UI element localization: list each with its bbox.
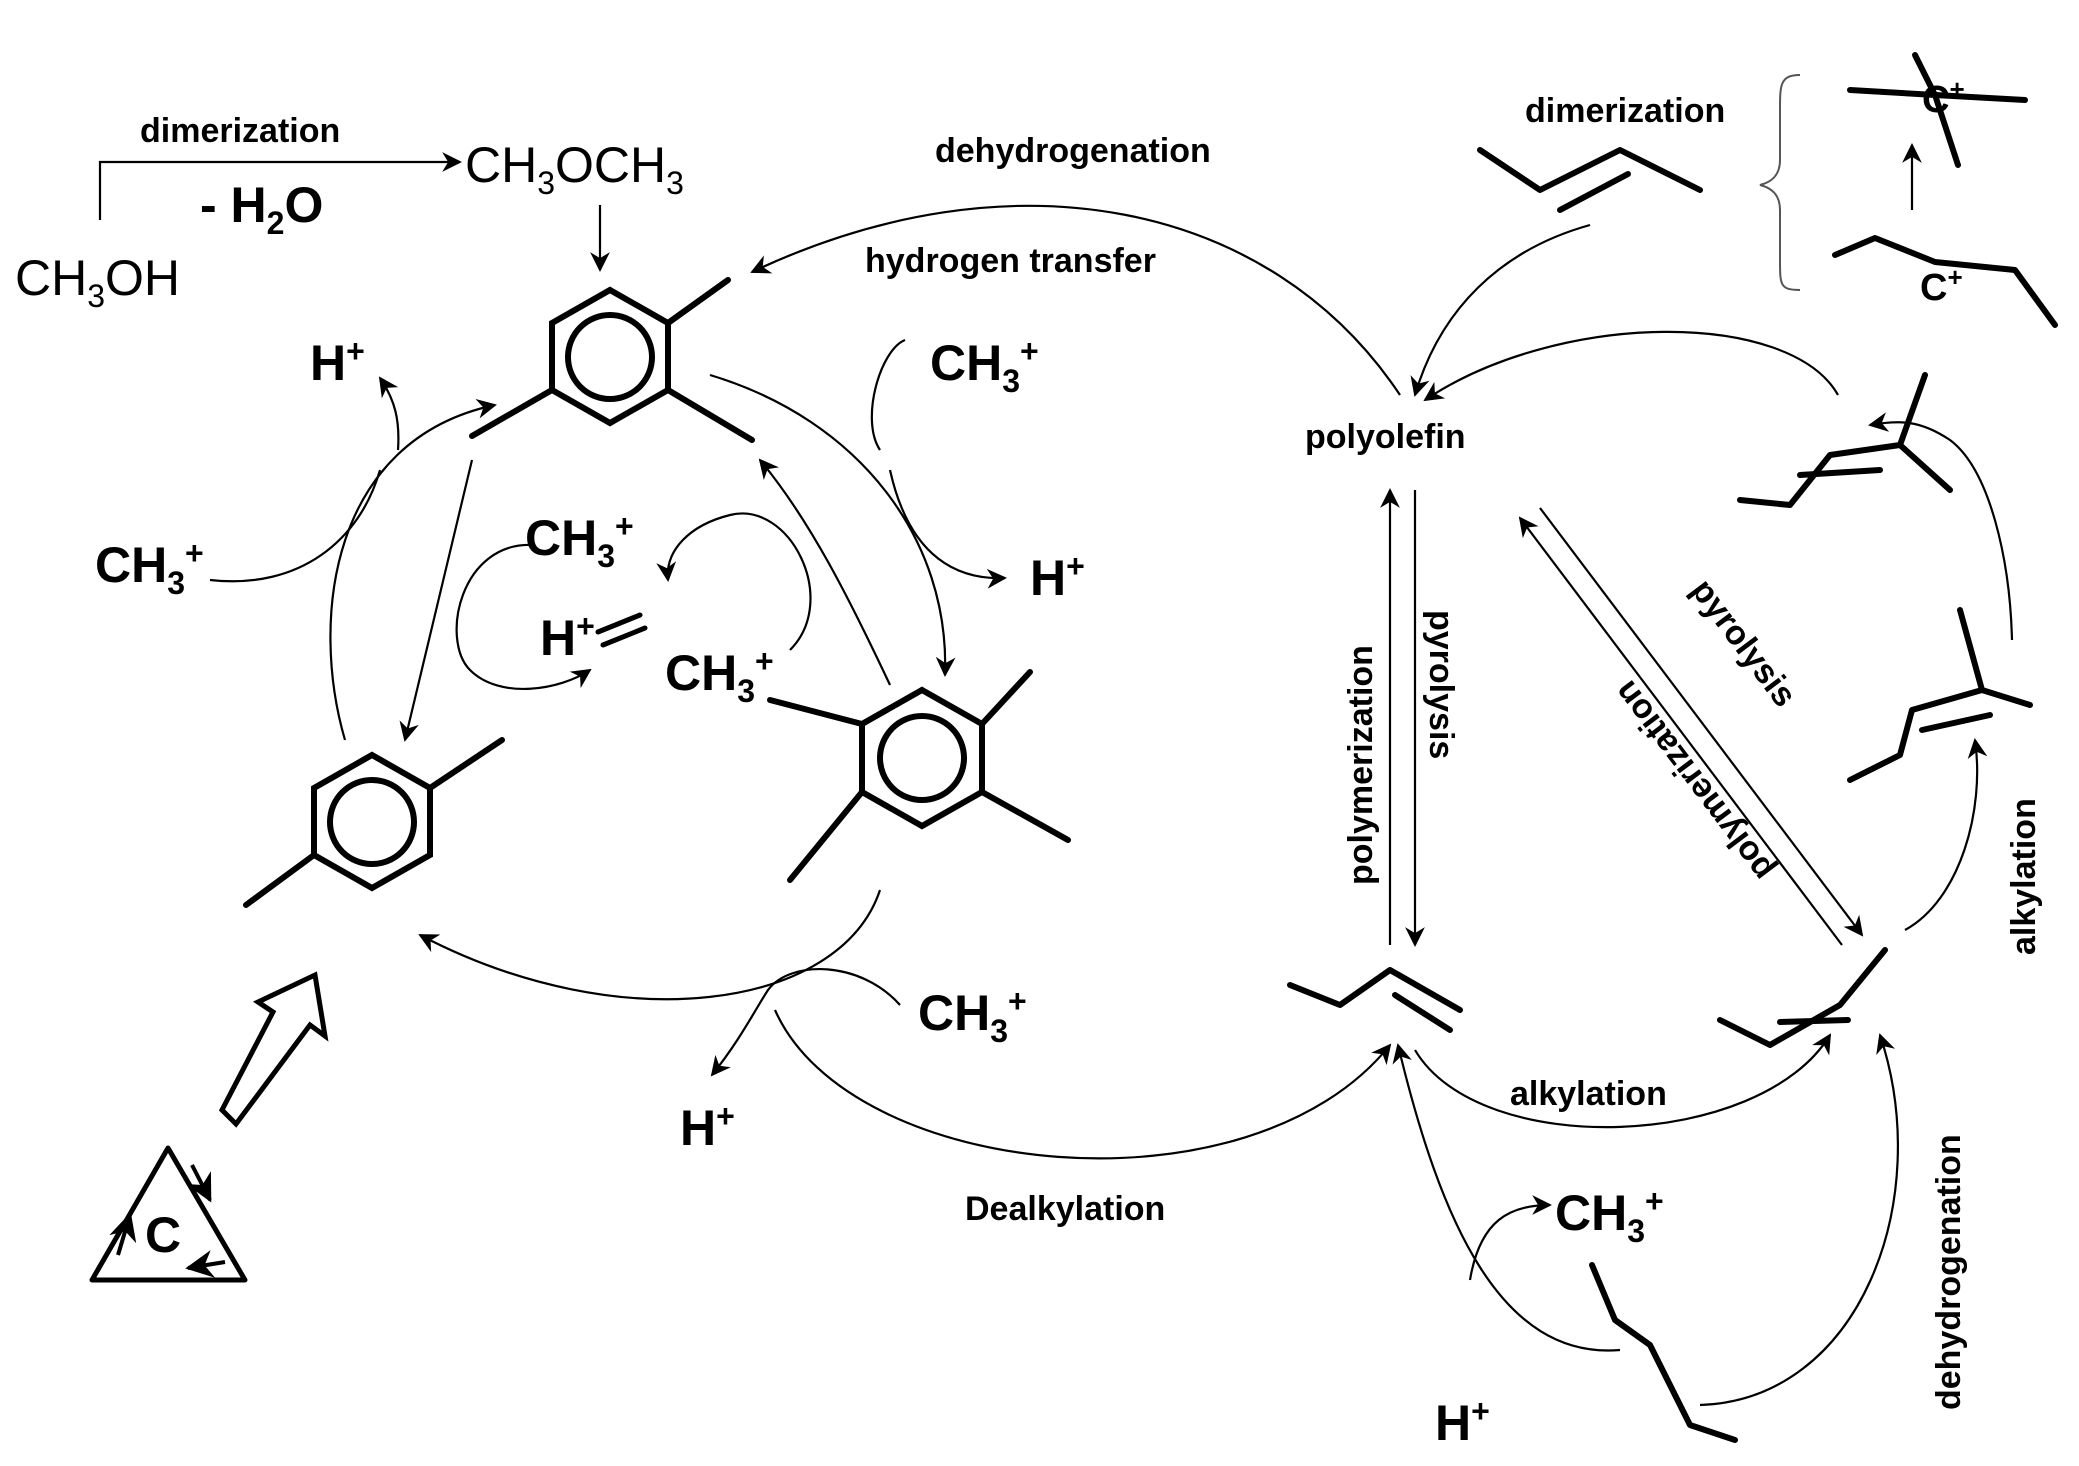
ch3plus-label-bottomright: CH3+ [1555, 1183, 1664, 1249]
butane-molecule [1589, 1262, 1738, 1443]
pyrolysis-vertical-label: pyrolysis [1422, 610, 1460, 759]
ch3plus-label-bottom: CH3+ [918, 983, 1027, 1049]
carbocation-c-bottom: C+ [1920, 262, 1963, 309]
dehydrogenation-right-label: dehydrogenation [1930, 1134, 1968, 1410]
dme-formula: CH3OCH3 [465, 137, 684, 201]
diagonal-polymerization-pyrolysis-arrows [1518, 507, 1864, 946]
xylene-molecule [243, 737, 505, 908]
dehydrogenation-top-label: dehydrogenation [935, 132, 1211, 170]
ch3plus-label-left: CH3+ [95, 535, 204, 601]
butene-dimerization-molecule [1477, 147, 1703, 213]
secondary-carbocation-molecule [1832, 235, 2058, 328]
hydrocarbon-pool-symbol [89, 1145, 248, 1283]
carbon-symbol: C [145, 1207, 181, 1263]
ion-labels: H+ CH3+ CH3+ H+ CH3+ CH3+ H+ CH3+ H+ CH3… [95, 333, 1664, 1451]
minus-water-label: - H2O [200, 177, 323, 241]
bottom-alkylation-arrow [1414, 1033, 1832, 1129]
dimerization-label-left: dimerization [140, 112, 340, 150]
hplus-label-center: H+ [540, 608, 595, 666]
trimethylbenzene-molecule [469, 277, 755, 443]
methanol-formula: CH3OH [15, 250, 180, 314]
hplus-label-bottomright: H+ [1435, 1393, 1490, 1451]
dimerization-label-right: dimerization [1525, 92, 1725, 130]
tetramethylbenzene-molecule [767, 669, 1071, 883]
aromatic-cycle-arrows [209, 204, 1401, 1160]
carbocation-c-top: C+ [1922, 74, 1965, 121]
polymerization-diagonal-label: polymerization [1607, 674, 1782, 888]
dimerization-to-polyolefin-arrow [1410, 223, 1839, 402]
pyrolysis-diagonal-label: pyrolysis [1684, 572, 1804, 714]
methylpentene-molecule-upper [1737, 372, 1953, 508]
ch3plus-label-center: CH3+ [665, 643, 774, 709]
hplus-label-topleft: H+ [310, 333, 365, 391]
dimerization-brace [1759, 74, 1801, 291]
hplus-ch3plus-bond [595, 612, 648, 648]
alkylation-right-label: alkylation [2005, 798, 2043, 955]
hplus-label-bottom: H+ [680, 1098, 735, 1156]
butane-cycle-arrows [1392, 1033, 1899, 1407]
propene-molecule [1287, 967, 1463, 1033]
ch3plus-label-topright: CH3+ [930, 333, 1039, 399]
dealkylation-label: Dealkylation [965, 1190, 1165, 1228]
ch3plus-label-center-top: CH3+ [525, 508, 634, 574]
hydrocarbon-pool-hollow-arrow [218, 971, 329, 1128]
hplus-label-right: H+ [1030, 548, 1085, 606]
methanol-dimerization-arrow [98, 152, 462, 220]
alkylation-bottom-label: alkylation [1510, 1075, 1667, 1113]
methylpentene-molecule-lower [1847, 607, 2033, 783]
hydrogen-transfer-label: hydrogen transfer [865, 242, 1156, 280]
polyolefin-label: polyolefin [1305, 418, 1466, 456]
butene-molecule [1717, 947, 1888, 1048]
polymerization-vertical-label: polymerization [1342, 645, 1380, 885]
vertical-polymerization-pyrolysis-arrows [1380, 488, 1425, 947]
right-alkylation-arrows [1868, 412, 2014, 931]
tertiary-carbocation-molecule [1847, 52, 2028, 168]
